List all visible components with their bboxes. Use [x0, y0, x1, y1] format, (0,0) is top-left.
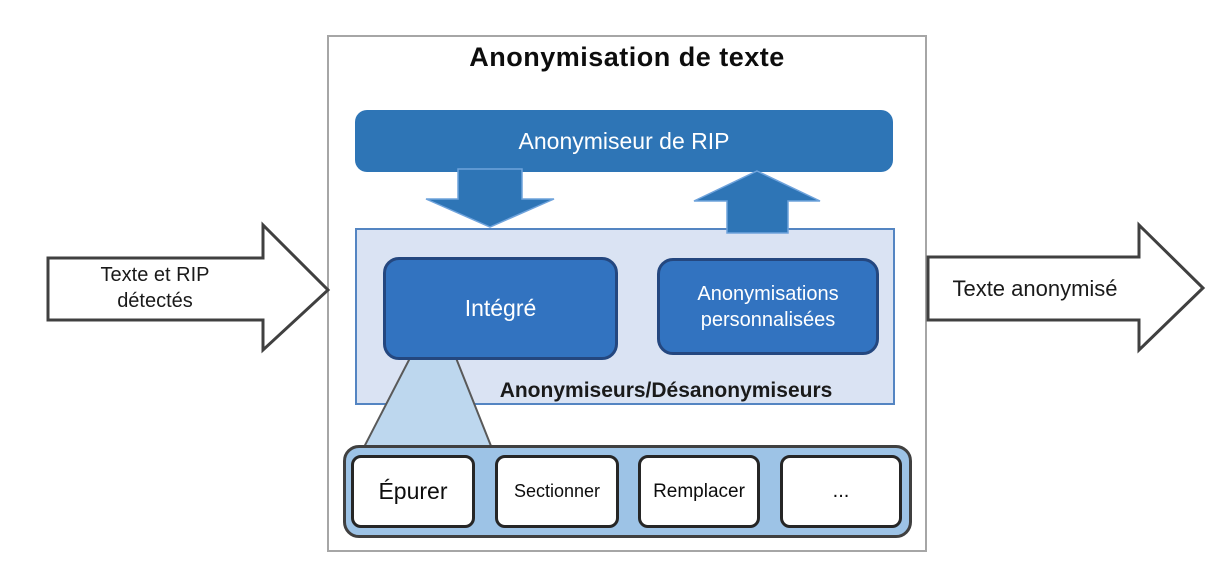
diagram-title: Anonymisation de texte: [469, 42, 785, 72]
rip-anonymizer-box: Anonymiseur de RIP: [355, 110, 893, 172]
method-box-epurer: Épurer: [351, 455, 475, 528]
integre-label: Intégré: [464, 295, 537, 321]
rip-anonymizer-label: Anonymiseur de RIP: [518, 127, 730, 154]
method-box-sectionner: Sectionner: [495, 455, 619, 528]
method-ellipsis-label: ...: [832, 480, 850, 502]
method-sectionner-label: Sectionner: [513, 481, 601, 501]
method-box-ellipsis: ...: [780, 455, 902, 528]
method-box-remplacer: Remplacer: [638, 455, 760, 528]
custom-anonymizations-box: Anonymisations personnalisées: [657, 258, 879, 355]
custom-anonymizations-label: Anonymisations personnalisées: [697, 282, 839, 331]
output-arrow-label: Texte anonymisé: [952, 276, 1118, 301]
method-remplacer-label: Remplacer: [653, 480, 745, 502]
anonymizers-panel-label: Anonymiseurs/Désanonymiseurs: [499, 379, 833, 402]
input-arrow-label: Texte et RIP détectés: [100, 264, 210, 312]
method-epurer-label: Épurer: [378, 478, 448, 504]
integre-box: Intégré: [383, 257, 618, 360]
